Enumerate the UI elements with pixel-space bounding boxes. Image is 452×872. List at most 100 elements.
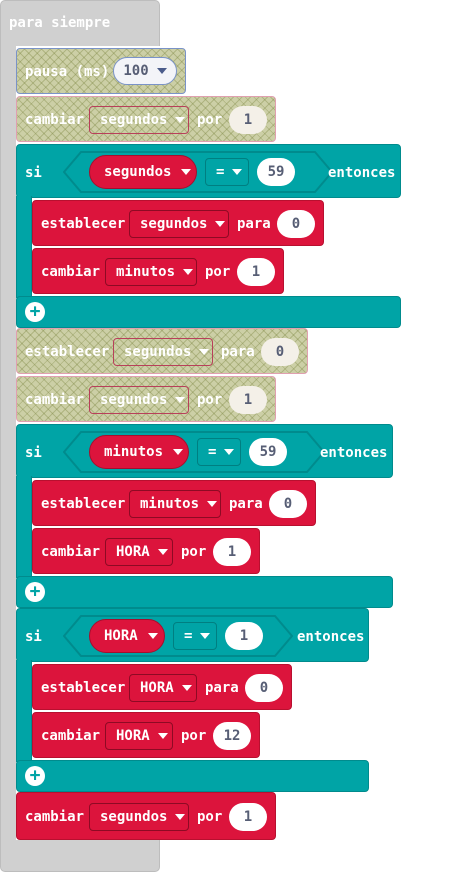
if-block[interactable]: si HORA = 1 entonces — [16, 608, 369, 662]
chevron-down-icon — [232, 169, 243, 175]
chevron-down-icon — [175, 397, 186, 403]
chevron-down-icon — [224, 449, 235, 455]
set-segundos-block[interactable]: establecer segundos para 0 — [16, 328, 308, 374]
variable-dropdown[interactable]: segundos — [113, 338, 213, 366]
by-label: por — [197, 392, 223, 408]
value-text: 59 — [259, 444, 277, 460]
pause-dropdown[interactable]: 100 — [113, 57, 177, 85]
chevron-down-icon — [181, 685, 192, 691]
value-input[interactable]: 59 — [257, 158, 295, 186]
value-text: 1 — [251, 264, 261, 280]
variable-name: HORA — [140, 680, 174, 696]
chevron-down-icon — [175, 117, 186, 123]
chevron-down-icon — [156, 68, 167, 74]
chevron-down-icon — [147, 633, 158, 639]
variable-dropdown[interactable]: segundos — [129, 210, 229, 238]
value-input[interactable]: 1 — [213, 538, 251, 566]
change-segundos-block[interactable]: cambiar segundos por 1 — [16, 376, 276, 422]
variable-reporter[interactable]: segundos — [89, 155, 197, 189]
operator: = — [184, 628, 193, 644]
value-input[interactable]: 0 — [277, 210, 315, 238]
condition-slot — [63, 431, 325, 473]
if-footer: + — [16, 576, 393, 608]
if-spine — [16, 660, 32, 762]
change-variable-block[interactable]: cambiar HORA por 1 — [32, 528, 260, 574]
variable-reporter[interactable]: minutos — [89, 435, 189, 469]
value-text: 1 — [243, 809, 253, 825]
value-input[interactable]: 1 — [225, 622, 263, 650]
value-text: 1 — [243, 392, 253, 408]
variable-dropdown[interactable]: segundos — [89, 386, 189, 414]
add-plus-icon[interactable]: + — [25, 582, 45, 602]
if-spine — [16, 476, 32, 578]
variable-dropdown[interactable]: segundos — [89, 803, 189, 831]
if-footer: + — [16, 760, 369, 792]
if-block[interactable]: si minutos = 59 entonces — [16, 424, 393, 478]
chevron-down-icon — [215, 221, 226, 227]
value-input[interactable]: 59 — [249, 438, 287, 466]
variable-dropdown[interactable]: HORA — [105, 538, 173, 566]
chevron-down-icon — [175, 814, 186, 820]
variable-dropdown[interactable]: minutos — [105, 258, 197, 286]
operator-dropdown[interactable]: = — [205, 158, 249, 186]
variable-name: minutos — [104, 444, 164, 460]
value-input[interactable]: 1 — [229, 106, 267, 134]
operator: = — [208, 444, 217, 460]
to-label: para — [237, 216, 271, 232]
by-label: por — [197, 112, 223, 128]
value-input[interactable]: 0 — [269, 490, 307, 518]
if-label: si — [25, 165, 42, 181]
variable-name: minutos — [116, 264, 176, 280]
value-input[interactable]: 0 — [261, 338, 299, 366]
forever-block[interactable]: para siempre — [0, 0, 160, 46]
change-label: cambiar — [25, 392, 85, 408]
value-text: 1 — [227, 544, 237, 560]
variable-dropdown[interactable]: HORA — [105, 722, 173, 750]
variable-name: segundos — [104, 164, 172, 180]
variable-name: HORA — [116, 728, 150, 744]
chevron-down-icon — [157, 549, 168, 555]
value-input[interactable]: 12 — [213, 722, 251, 750]
change-variable-block[interactable]: cambiar HORA por 12 — [32, 712, 260, 758]
value-input[interactable]: 1 — [237, 258, 275, 286]
change-variable-block[interactable]: cambiar segundos por 1 — [16, 792, 276, 840]
pause-label: pausa (ms) — [25, 64, 110, 80]
value-input[interactable]: 0 — [245, 674, 283, 702]
change-label: cambiar — [41, 264, 101, 280]
by-label: por — [205, 264, 231, 280]
change-label: cambiar — [25, 809, 85, 825]
to-label: para — [221, 344, 255, 360]
change-segundos-block[interactable]: cambiar segundos por 1 — [16, 96, 276, 142]
operator-dropdown[interactable]: = — [173, 622, 217, 650]
if-block[interactable]: si segundos = 59 entonces — [16, 144, 401, 198]
value-input[interactable]: 1 — [229, 386, 267, 414]
add-plus-icon[interactable]: + — [25, 766, 45, 786]
value-text: 12 — [223, 728, 241, 744]
variable-reporter[interactable]: HORA — [89, 619, 165, 653]
condition-slot — [63, 615, 293, 657]
then-label: entonces — [328, 165, 396, 181]
add-plus-icon[interactable]: + — [25, 302, 45, 322]
variable-name: HORA — [116, 544, 150, 560]
set-variable-block[interactable]: establecer minutos para 0 — [32, 480, 316, 526]
chevron-down-icon — [199, 349, 210, 355]
operator-dropdown[interactable]: = — [197, 438, 241, 466]
then-label: entonces — [320, 445, 388, 461]
variable-name: HORA — [104, 628, 138, 644]
set-variable-block[interactable]: establecer HORA para 0 — [32, 664, 292, 710]
set-variable-block[interactable]: establecer segundos para 0 — [32, 200, 324, 246]
chevron-down-icon — [183, 269, 194, 275]
variable-dropdown[interactable]: minutos — [129, 490, 221, 518]
variable-dropdown[interactable]: HORA — [129, 674, 197, 702]
value-text: 59 — [267, 164, 285, 180]
value-input[interactable]: 1 — [229, 803, 267, 831]
if-footer: + — [16, 296, 401, 328]
change-label: cambiar — [41, 728, 101, 744]
value-text: 0 — [259, 680, 269, 696]
pause-value: 100 — [123, 63, 149, 79]
pause-block[interactable]: pausa (ms) 100 — [16, 48, 186, 94]
variable-dropdown[interactable]: segundos — [89, 106, 189, 134]
variable-name: segundos — [140, 216, 208, 232]
value-text: 0 — [275, 344, 285, 360]
change-variable-block[interactable]: cambiar minutos por 1 — [32, 248, 284, 294]
